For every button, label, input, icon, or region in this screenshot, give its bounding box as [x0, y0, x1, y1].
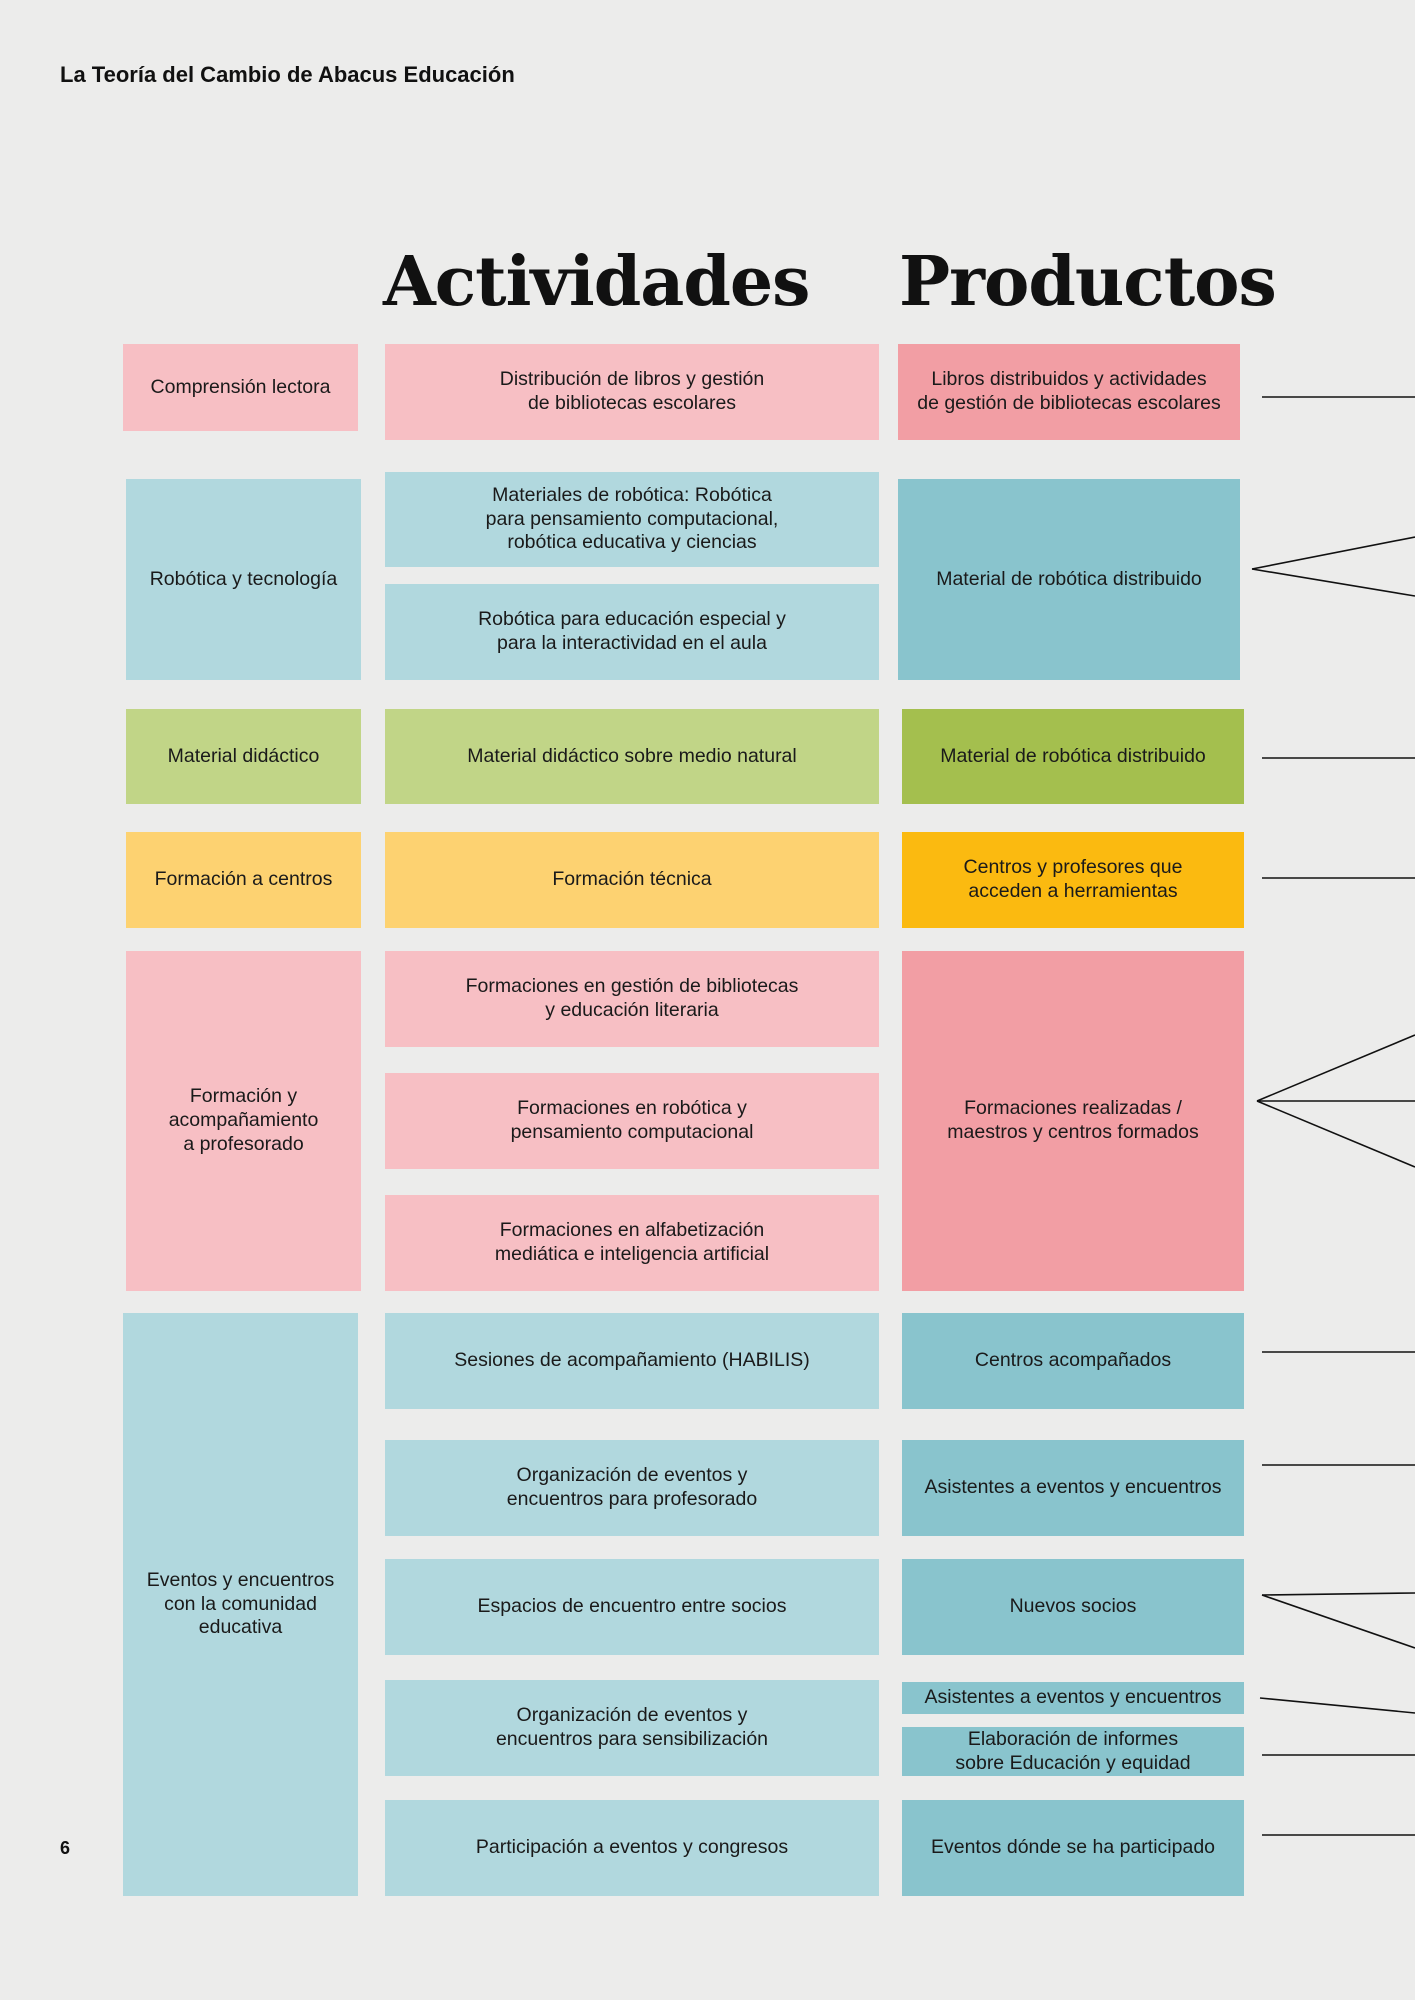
connector-line	[1256, 1100, 1415, 1168]
page-title: La Teoría del Cambio de Abacus Educación	[60, 62, 515, 87]
product-nuevos-socios: Nuevos socios	[902, 1559, 1244, 1655]
activity-eventos-profesorado: Organización de eventos y encuentros par…	[385, 1440, 879, 1536]
activity-formaciones-robotica: Formaciones en robótica y pensamiento co…	[385, 1073, 879, 1169]
activity-robotica-educacion-especial: Robótica para educación especial y para …	[385, 584, 879, 680]
product-centros-herramientas: Centros y profesores que acceden a herra…	[902, 832, 1244, 928]
page-number: 6	[60, 1838, 71, 1858]
connector-line	[1261, 1592, 1415, 1596]
area-comprension-lectora: Comprensión lectora	[123, 344, 358, 431]
connector-line	[1259, 1697, 1415, 1714]
connector-line	[1256, 1034, 1415, 1102]
product-asistentes-eventos-sensibilizacion: Asistentes a eventos y encuentros	[902, 1682, 1244, 1714]
product-asistentes-eventos: Asistentes a eventos y encuentros	[902, 1440, 1244, 1536]
product-material-robotica: Material de robótica distribuido	[898, 479, 1240, 680]
area-formacion-profesorado: Formación y acompañamiento a profesorado	[126, 951, 361, 1291]
activity-espacios-socios: Espacios de encuentro entre socios	[385, 1559, 879, 1655]
activity-material-medio-natural: Material didáctico sobre medio natural	[385, 709, 879, 804]
area-formacion-centros: Formación a centros	[126, 832, 361, 928]
product-centros-acompanados: Centros acompañados	[902, 1313, 1244, 1409]
connector-line	[1261, 1594, 1415, 1649]
activity-distribucion-libros: Distribución de libros y gestión de bibl…	[385, 344, 879, 440]
product-eventos-participado: Eventos dónde se ha participado	[902, 1800, 1244, 1896]
activity-formaciones-alfabetizacion: Formaciones en alfabetización mediática …	[385, 1195, 879, 1291]
connector-line	[1251, 568, 1415, 597]
area-robotica-tecnologia: Robótica y tecnología	[126, 479, 361, 680]
products-heading: Productos	[899, 242, 1277, 322]
activity-formaciones-bibliotecas: Formaciones en gestión de bibliotecas y …	[385, 951, 879, 1047]
activity-formacion-tecnica: Formación técnica	[385, 832, 879, 928]
activity-eventos-sensibilizacion: Organización de eventos y encuentros par…	[385, 1680, 879, 1776]
activity-participacion-congresos: Participación a eventos y congresos	[385, 1800, 879, 1896]
product-formaciones-realizadas: Formaciones realizadas / maestros y cent…	[902, 951, 1244, 1291]
area-eventos-comunidad: Eventos y encuentros con la comunidad ed…	[123, 1313, 358, 1896]
activity-materiales-robotica: Materiales de robótica: Robótica para pe…	[385, 472, 879, 567]
activities-heading: Actividades	[383, 242, 810, 322]
connector-line	[1251, 536, 1415, 570]
product-libros-distribuidos: Libros distribuidos y actividades de ges…	[898, 344, 1240, 440]
product-material-didactico: Material de robótica distribuido	[902, 709, 1244, 804]
product-informes-equidad: Elaboración de informes sobre Educación …	[902, 1727, 1244, 1776]
activity-sesiones-habilis: Sesiones de acompañamiento (HABILIS)	[385, 1313, 879, 1409]
area-material-didactico: Material didáctico	[126, 709, 361, 804]
